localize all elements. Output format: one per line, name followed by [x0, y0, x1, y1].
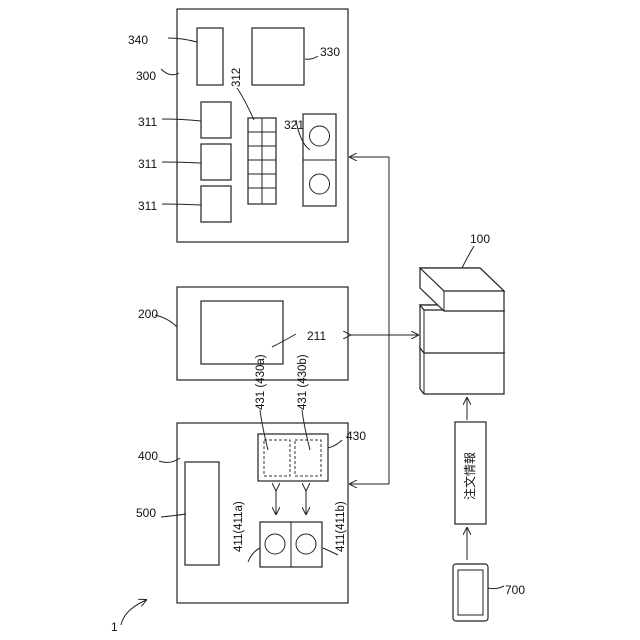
label-431a: 431 (430a): [255, 354, 267, 410]
unit-300: 340 300 330 321 311 311 311 312: [128, 9, 348, 242]
unit-411-tray: [260, 522, 322, 567]
label-330: 330: [320, 45, 340, 59]
label-431b: 431 (430b): [297, 354, 309, 410]
label-500: 500: [136, 506, 156, 520]
label-system-ref: 1: [111, 620, 118, 634]
system-ref: 1: [111, 600, 146, 634]
unit-211-screen: [201, 301, 283, 364]
unit-500-box: [185, 462, 219, 565]
unit-311-box-bot: [201, 186, 231, 222]
slot-431b: [295, 440, 321, 476]
unit-400: 400 500 430 431 (430a) 431 (430b) 411(41…: [136, 354, 366, 603]
label-200: 200: [138, 307, 158, 321]
unit-312-grid: [248, 118, 276, 204]
label-700: 700: [505, 583, 525, 597]
label-311-top: 311: [138, 115, 157, 129]
label-311-bot: 311: [138, 199, 157, 213]
unit-311-box-top: [201, 102, 231, 138]
label-430: 430: [346, 429, 366, 443]
label-411b: 411(411b): [335, 501, 347, 552]
unit-321-tray: [303, 114, 336, 206]
unit-430-holder: [258, 434, 328, 481]
label-312: 312: [231, 68, 243, 87]
unit-100-stack: 100: [420, 232, 504, 394]
unit-700-device: 700: [453, 564, 525, 621]
label-340: 340: [128, 33, 148, 47]
unit-311-box-mid: [201, 144, 231, 180]
label-300: 300: [136, 69, 156, 83]
label-411a: 411(411a): [233, 501, 245, 552]
unit-330-box: [252, 28, 304, 85]
label-321: 321: [284, 118, 304, 132]
label-100: 100: [470, 232, 490, 246]
slot-431a: [264, 440, 290, 476]
order-info-box: 注文情報: [455, 422, 486, 524]
order-info-label: 注文情報: [462, 452, 477, 500]
label-211: 211: [307, 329, 326, 343]
label-400: 400: [138, 449, 158, 463]
unit-200: 200 211: [138, 287, 348, 380]
label-311-mid: 311: [138, 157, 157, 171]
unit-340-box: [197, 28, 223, 85]
